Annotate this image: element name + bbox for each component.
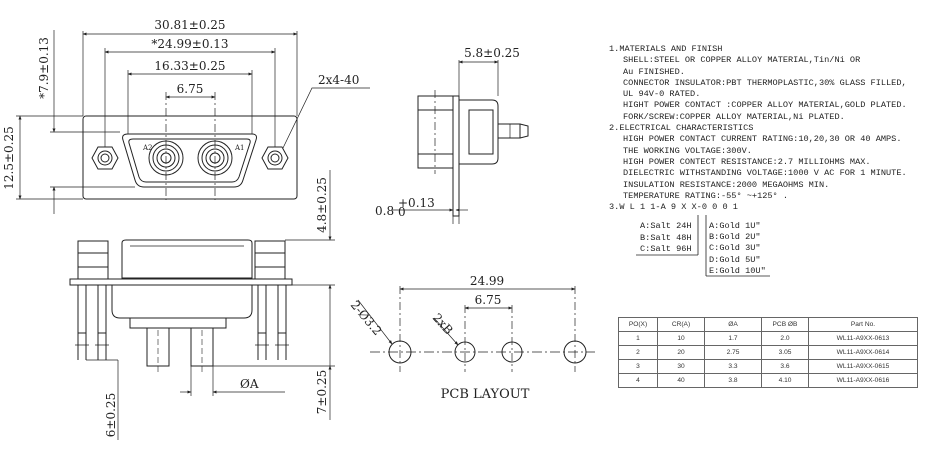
salt-option: C:Salt 96H bbox=[640, 244, 692, 254]
table-cell: WL11-A9XX-0613 bbox=[808, 331, 918, 346]
table-cell: 30 bbox=[657, 359, 705, 374]
note-line: INSULATION RESISTANCE:2000 MEGAOHMS MIN. bbox=[623, 179, 830, 190]
dim-tail-length: 6±0.25 bbox=[104, 393, 118, 437]
table-cell: 3 bbox=[618, 359, 658, 374]
note-line: Au FINISHED. bbox=[623, 66, 685, 77]
dim-inner-height: *7.9±0.13 bbox=[37, 37, 51, 99]
contact-a1-label: A1 bbox=[234, 144, 245, 152]
dim-thread: 2x4-40 bbox=[318, 73, 359, 87]
salt-option: A:Salt 24H bbox=[640, 221, 692, 231]
pcb-layout-labels: 24.99 6.75 2-Ø3.2 2xB PCB LAYOUT bbox=[348, 274, 530, 402]
table-cell: WL11-A9XX-0616 bbox=[808, 373, 918, 388]
table-cell: 3.6 bbox=[761, 359, 809, 374]
note-line: FORK/SCREW:COPPER ALLOY MATERIAL,Ni PLAT… bbox=[623, 111, 845, 122]
table-cell: WL11-A9XX-0614 bbox=[808, 345, 918, 360]
part-number-table: PO(X) CR(A) ØA PCB ØB Part No. 1 10 1.7 … bbox=[618, 317, 918, 388]
table-cell: 2.75 bbox=[704, 345, 762, 360]
dim-flange-tol-plus: +0.13 bbox=[398, 196, 435, 210]
note-line: HIGH POWER CONTACT CURRENT RATING:10,20,… bbox=[623, 134, 902, 145]
col-header: CR(A) bbox=[657, 317, 705, 332]
pcb-dim-width: 24.99 bbox=[470, 274, 504, 288]
dim-pin-diameter: ØA bbox=[240, 377, 259, 391]
gold-option: B:Gold 2U" bbox=[709, 232, 761, 243]
notes-part-code: 3.W L 1 1-A 9 X X-0 0 0 1 bbox=[609, 202, 738, 213]
table-cell: 2 bbox=[618, 345, 658, 360]
table-cell: 10 bbox=[657, 331, 705, 346]
note-line: SHELL:STEEL OR COPPER ALLOY MATERIAL,Tin… bbox=[623, 55, 861, 66]
col-header: PO(X) bbox=[618, 317, 658, 332]
dim-flange-thickness: 0.8 bbox=[375, 204, 394, 218]
note-line: HIGHT POWER CONTACT :COPPER ALLOY MATERI… bbox=[623, 100, 907, 111]
col-header: PCB ØB bbox=[761, 317, 809, 332]
table-cell: 4 bbox=[618, 373, 658, 388]
gold-option: D:Gold 5U" bbox=[709, 254, 761, 265]
pcb-layout-drawing bbox=[357, 286, 595, 372]
table-cell: 20 bbox=[657, 345, 705, 360]
pcb-contact-hole-dia: 2xB bbox=[430, 311, 456, 338]
notes-heading-materials: 1.MATERIALS AND FINISH bbox=[609, 44, 723, 54]
dim-mount-width: *24.99±0.13 bbox=[151, 37, 228, 51]
note-line: HIGH POWER CONTECT RESISTANCE:2.7 MILLIO… bbox=[623, 156, 871, 167]
contact-a2-label: A2 bbox=[142, 144, 153, 152]
table-cell: 40 bbox=[657, 373, 705, 388]
note-line: UL 94V-0 RATED. bbox=[623, 89, 701, 100]
pcb-dim-pitch: 6.75 bbox=[475, 293, 502, 307]
salt-option: B:Salt 48H bbox=[640, 232, 692, 243]
table-row: 4 40 3.8 4.10 WL11-A9XX-0616 bbox=[618, 373, 918, 388]
note-line: THE WORKING VOLTAGE:300V. bbox=[623, 145, 752, 156]
gold-option: A:Gold 1U" bbox=[709, 221, 761, 231]
table-cell: 1 bbox=[618, 331, 658, 346]
gold-option: C:Gold 3U" bbox=[709, 243, 761, 254]
col-header: ØA bbox=[704, 317, 762, 332]
dim-pin-length: 7±0.25 bbox=[315, 370, 329, 414]
pcb-layout-title: PCB LAYOUT bbox=[441, 387, 530, 402]
bottom-view bbox=[69, 170, 335, 440]
table-cell: WL11-A9XX-0615 bbox=[808, 359, 918, 374]
table-header-row: PO(X) CR(A) ØA PCB ØB Part No. bbox=[618, 317, 918, 332]
table-cell: 3.3 bbox=[704, 359, 762, 374]
side-view-labels: 5.8±0.25 0.8 +0.13 0 bbox=[375, 46, 520, 219]
dim-flange-tol-minus: 0 bbox=[398, 205, 406, 219]
side-view bbox=[392, 60, 529, 224]
dim-overall-width: 30.81±0.25 bbox=[154, 18, 225, 32]
note-line: TEMPERATURE RATING:-55° ~+125° . bbox=[623, 190, 789, 201]
note-line: DIELECTRIC WITHSTANDING VOLTAGE:1000 V A… bbox=[623, 168, 907, 179]
table-cell: 4.10 bbox=[761, 373, 809, 388]
order-code-lines bbox=[636, 215, 770, 277]
note-line: CONNECTOR INSULATOR:PBT THERMOPLASTIC,30… bbox=[623, 77, 907, 88]
dim-depth: 5.8±0.25 bbox=[464, 46, 520, 60]
dim-outer-height: 12.5±0.25 bbox=[2, 126, 16, 190]
gold-options: A:Gold 1U" B:Gold 2U" C:Gold 3U" D:Gold … bbox=[709, 221, 766, 277]
front-view-labels: 30.81±0.25 *24.99±0.13 16.33±0.25 6.75 2… bbox=[2, 18, 359, 190]
front-view bbox=[16, 30, 370, 214]
gold-option: E:Gold 10U" bbox=[709, 265, 766, 276]
salt-options: A:Salt 24H B:Salt 48H C:Salt 96H bbox=[640, 221, 692, 256]
dim-contact-pitch: 6.75 bbox=[177, 82, 204, 96]
bottom-view-labels: 4.8±0.25 7±0.25 6±0.25 ØA bbox=[104, 177, 329, 437]
table-row: 1 10 1.7 2.0 WL11-A9XX-0613 bbox=[618, 331, 918, 346]
table-cell: 3.05 bbox=[761, 345, 809, 360]
notes-heading-electrical: 2.ELECTRICAL CHARACTERISTICS bbox=[609, 123, 754, 134]
table-cell: 2.0 bbox=[761, 331, 809, 346]
spec-notes: 1.MATERIALS AND FINISH SHELL:STEEL OR CO… bbox=[609, 44, 929, 213]
col-header: Part No. bbox=[808, 317, 918, 332]
pcb-mount-hole-dia: 2-Ø3.2 bbox=[348, 298, 385, 338]
table-cell: 3.8 bbox=[704, 373, 762, 388]
dim-standoff: 4.8±0.25 bbox=[315, 177, 329, 233]
table-cell: 1.7 bbox=[704, 331, 762, 346]
table-row: 3 30 3.3 3.6 WL11-A9XX-0615 bbox=[618, 359, 918, 374]
dim-shell-width: 16.33±0.25 bbox=[154, 59, 225, 73]
table-row: 2 20 2.75 3.05 WL11-A9XX-0614 bbox=[618, 345, 918, 360]
